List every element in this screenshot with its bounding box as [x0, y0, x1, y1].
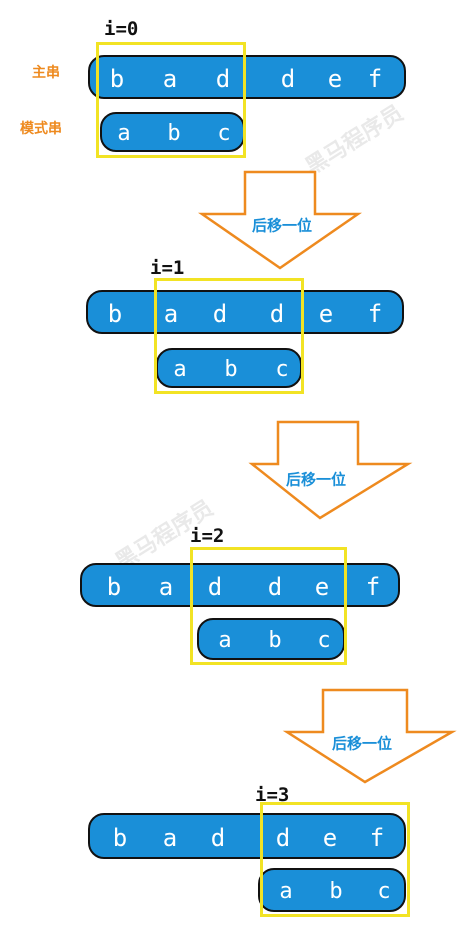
pattern-char: c	[317, 628, 331, 653]
main-string-strip-3: b a d d e f	[88, 813, 406, 859]
main-char: a	[158, 573, 174, 601]
main-string-label: 主串	[32, 65, 60, 81]
down-arrow-icon	[197, 170, 363, 270]
pattern-char: a	[279, 879, 293, 904]
pattern-string-label: 模式串	[20, 121, 62, 137]
pattern-char: c	[377, 879, 391, 904]
down-arrow-icon	[282, 688, 457, 784]
main-char: e	[314, 573, 330, 601]
main-char: b	[109, 65, 125, 93]
main-char: d	[275, 824, 291, 852]
main-string-strip-1: b a d d e f	[86, 290, 404, 334]
shift-label: 后移一位	[285, 470, 347, 489]
main-char: a	[163, 300, 179, 328]
step-label-0: i=0	[104, 18, 139, 40]
pattern-char: a	[117, 121, 131, 146]
main-char: f	[367, 65, 383, 93]
step-label-3: i=3	[255, 784, 290, 806]
pattern-string-strip-3: a b c	[258, 868, 406, 912]
match-window-2	[190, 547, 347, 665]
pattern-char: b	[167, 121, 181, 146]
pattern-char: b	[329, 879, 343, 904]
main-char: f	[365, 573, 381, 601]
main-char: d	[210, 824, 226, 852]
pattern-char: a	[218, 628, 232, 653]
step-label-1: i=1	[150, 257, 185, 279]
main-char: f	[367, 300, 383, 328]
main-char: e	[327, 65, 343, 93]
main-char: e	[318, 300, 334, 328]
watermark: 黑马程序员	[301, 100, 409, 181]
main-char: b	[107, 300, 123, 328]
main-char: d	[267, 573, 283, 601]
main-char: d	[280, 65, 296, 93]
pattern-char: b	[268, 628, 282, 653]
main-char: d	[212, 300, 228, 328]
pattern-char: c	[275, 357, 289, 382]
main-char: f	[369, 824, 385, 852]
pattern-string-strip-0: a b c	[100, 112, 245, 152]
match-window-1	[154, 278, 304, 394]
pattern-char: b	[224, 357, 238, 382]
main-char: d	[269, 300, 285, 328]
pattern-char: c	[217, 121, 231, 146]
main-char: b	[112, 824, 128, 852]
main-char: b	[106, 573, 122, 601]
step-label-2: i=2	[190, 525, 225, 547]
match-window-3	[260, 802, 410, 917]
main-string-strip-0: b a d d e f	[88, 55, 406, 99]
pattern-char: a	[173, 357, 187, 382]
main-char: d	[215, 65, 231, 93]
main-char: e	[322, 824, 338, 852]
shift-label: 后移一位	[251, 216, 313, 235]
match-window-0	[96, 42, 246, 158]
main-char: a	[162, 824, 178, 852]
main-char: a	[162, 65, 178, 93]
pattern-string-strip-2: a b c	[197, 618, 345, 660]
down-arrow-icon	[248, 420, 413, 520]
pattern-string-strip-1: a b c	[156, 348, 302, 388]
main-char: d	[207, 573, 223, 601]
shift-label: 后移一位	[331, 734, 393, 753]
